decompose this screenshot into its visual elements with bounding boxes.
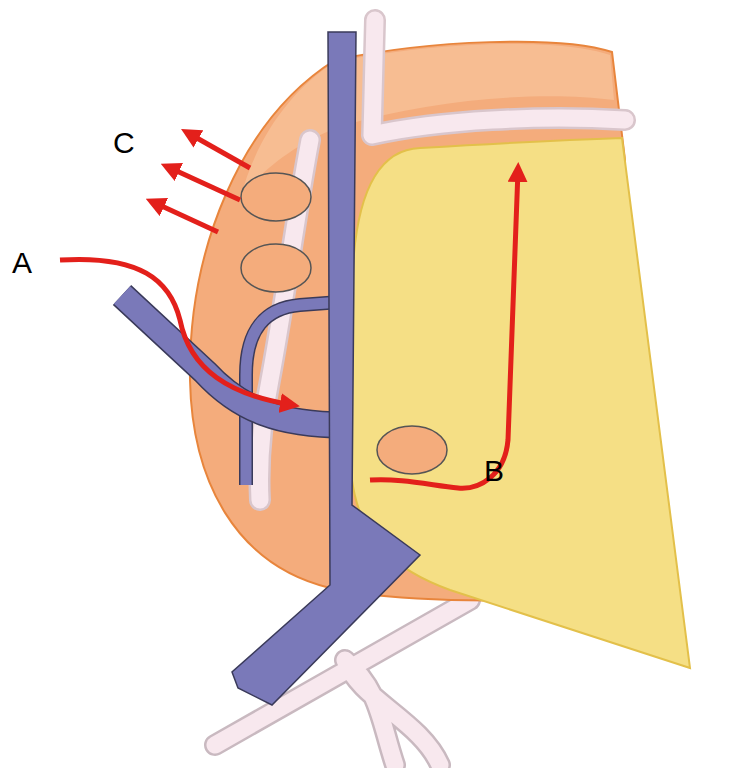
flow-arrow: [153, 202, 218, 232]
vein-branch: [246, 302, 340, 485]
callout-letter: A: [12, 248, 32, 278]
lymph-node: [377, 426, 447, 474]
lymph-node: [241, 244, 311, 292]
vein-branch-outline: [246, 302, 340, 485]
lymph-node: [241, 173, 311, 221]
main-vein: [232, 32, 420, 705]
flow-arrow: [60, 259, 292, 405]
flow-arrow: [370, 170, 518, 488]
flow-arrow: [188, 133, 250, 168]
vein-branch: [122, 295, 345, 425]
callout-letter: B: [484, 456, 504, 486]
vein-branch-outline: [122, 295, 345, 425]
yellow-lobe: [352, 138, 690, 668]
callout-letter: C: [113, 128, 135, 158]
flow-arrow: [168, 167, 240, 200]
